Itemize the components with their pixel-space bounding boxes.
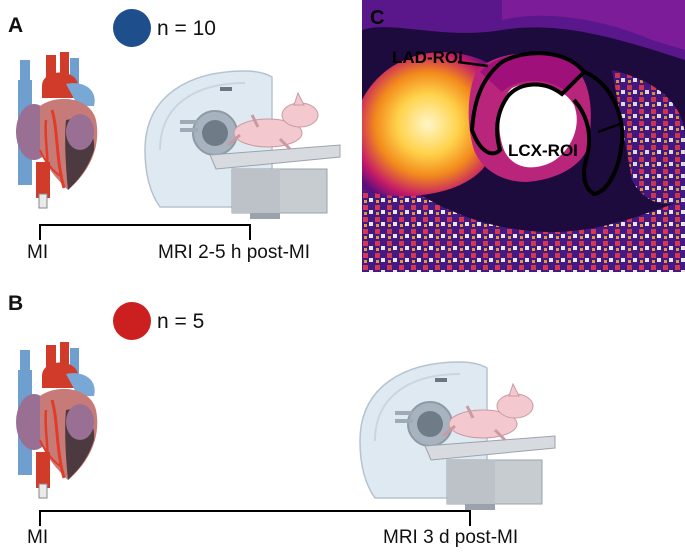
timeline-b-start-label: MI [27, 527, 49, 548]
group-a-n: n = 10 [157, 17, 216, 40]
timeline-b-end-label: MRI 3 d post-MI [383, 527, 519, 548]
group-b-n: n = 5 [157, 310, 205, 333]
mri-scanner-with-pig-icon [144, 70, 341, 219]
panel-a-label: A [8, 14, 24, 37]
timeline-a [39, 224, 251, 240]
panel-b-label: B [8, 292, 24, 315]
panel-c-label: C [370, 7, 384, 29]
lcx-roi-label: LCX-ROI [508, 141, 578, 160]
timeline-a-end-label: MRI 2-5 h post-MI [158, 242, 311, 263]
timeline-a-start-label: MI [27, 242, 49, 263]
group-b-dot [113, 302, 151, 340]
cardiac-mri-map: C LAD-ROI LCX-ROI [362, 0, 685, 272]
timeline-b [39, 510, 471, 526]
heart-icon [16, 52, 98, 209]
mri-scanner-with-pig-icon [359, 361, 556, 510]
group-a-dot [113, 9, 151, 47]
heart-icon [16, 342, 98, 499]
lad-roi-label: LAD-ROI [392, 48, 463, 67]
